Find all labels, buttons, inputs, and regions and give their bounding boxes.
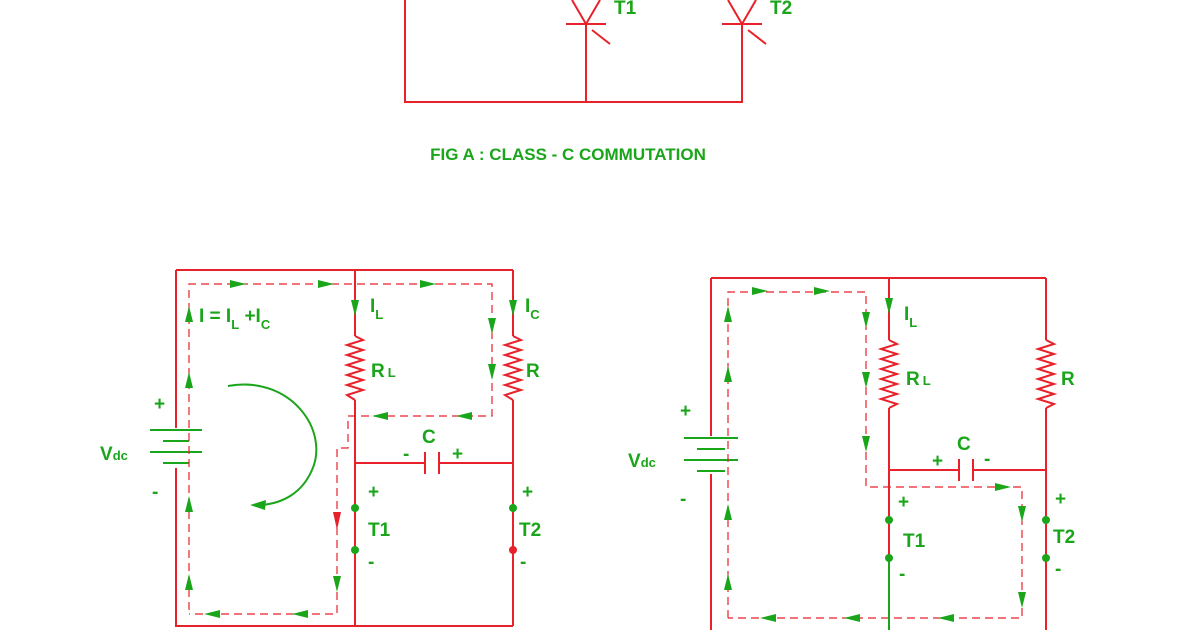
battery-right [684,437,738,472]
t2-minus-left: - [520,552,526,573]
vdc-label-left: Vdc [100,444,128,465]
c-minus-right: - [984,449,990,470]
t1-minus-right: - [899,564,905,585]
c-minus-left: - [403,444,409,465]
t1-label-top: T1 [614,0,637,19]
v-minus-right: - [680,489,686,510]
il-label-left: IL [370,296,383,322]
t1-plus-left: + [368,482,379,503]
total-current-label: I = IL +IC [199,306,271,332]
capacitor-right [958,459,974,481]
resistor-rl-left [343,335,367,401]
v-minus-left: - [152,482,158,503]
battery-left [150,429,202,464]
ic-label-left: IC [525,296,540,322]
thyristor-t1-top [566,0,611,45]
v-plus-left: + [154,394,165,415]
t2-minus-right: - [1055,559,1061,580]
figure-caption: FIG A : CLASS - C COMMUTATION [430,145,706,164]
r-label-right: R [1061,369,1075,390]
r-label-left: R [526,361,540,382]
t1-label-right: T1 [903,531,926,552]
resistor-r-right [1034,339,1058,409]
thyristor-t2-top [722,0,767,45]
c-plus-left: + [452,444,463,465]
vdc-label-right: Vdc [628,451,656,472]
t1-minus-left: - [368,552,374,573]
resistor-rl-right [877,339,901,409]
c-label-left: C [422,427,436,448]
t2-label-left: T2 [519,520,541,541]
t2-plus-right: + [1055,489,1066,510]
t2-plus-left: + [522,482,533,503]
il-label-right: IL [904,304,917,330]
c-plus-right: + [932,451,943,472]
v-plus-right: + [680,401,691,422]
t2-label-top: T2 [770,0,792,19]
t1-plus-right: + [898,492,909,513]
capacitor-left [424,452,440,474]
t2-label-right: T2 [1053,527,1075,548]
fig-a-fragment: T1 T2 [404,0,792,103]
c-label-right: C [957,434,971,455]
resistor-r-left [501,335,525,401]
t1-label-left: T1 [368,520,391,541]
